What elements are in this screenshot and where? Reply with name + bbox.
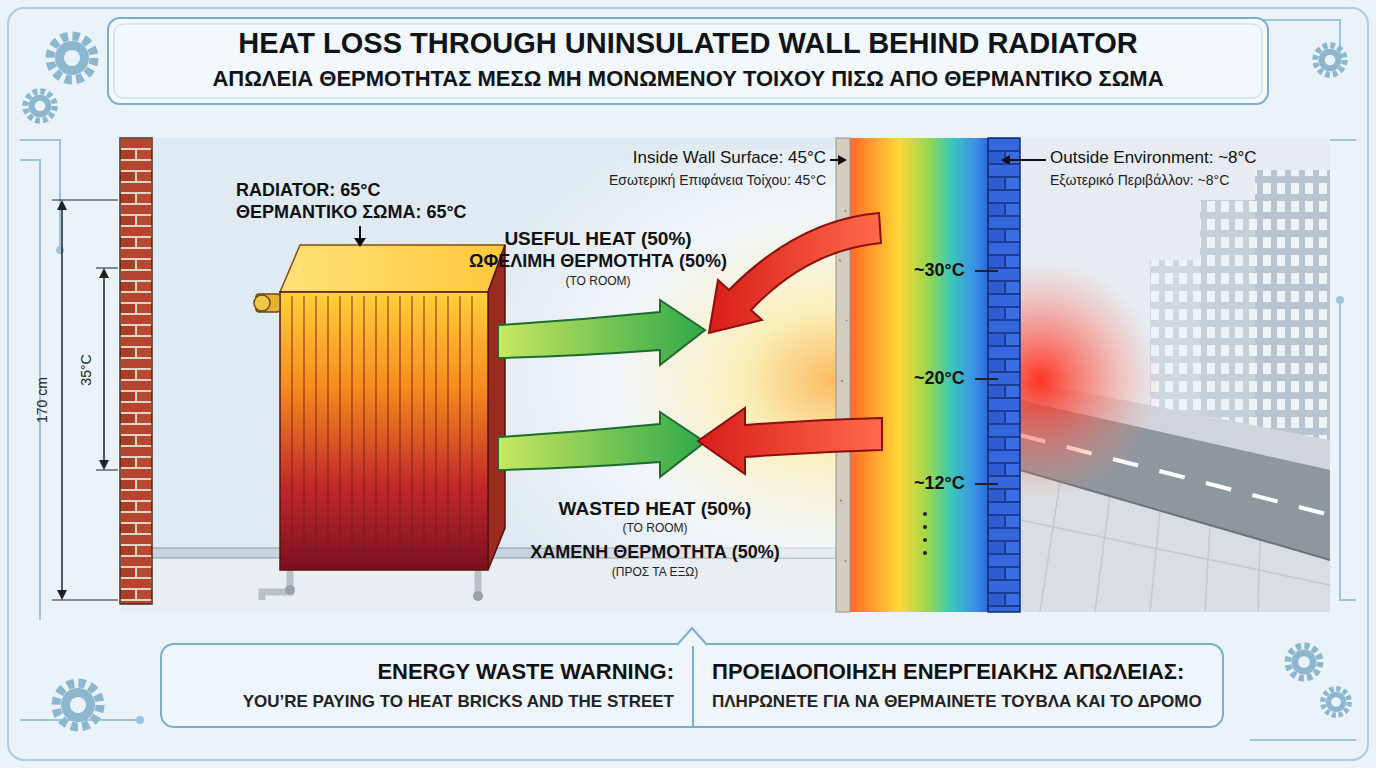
wall-label-arrows (830, 155, 1046, 165)
temperature-reading: ~12°C (914, 473, 965, 494)
wall-cross-section (850, 138, 990, 612)
brick-wall-left (120, 138, 152, 604)
radiator-figure (292, 296, 472, 566)
temperature-note: Εσωτερική Επιφάνεια Τοίχου: 45°C (609, 172, 826, 188)
temperature-note: Εξωτερικό Περιβάλλον: ~8°C (1050, 172, 1229, 188)
dimension-lines (57, 590, 67, 600)
part-label: ΘΕΡΜΑΝΤΙΚΟ ΣΩΜΑ: 65°C (236, 202, 467, 223)
radiator-figure (359, 226, 361, 240)
gear-icons (50, 36, 94, 80)
radiator-figure (473, 591, 483, 601)
dimension-label: 170 cm (34, 377, 50, 423)
part-label: RADIATOR: 65°C (236, 180, 381, 201)
radiator-figure (285, 585, 295, 595)
wall-cross-section (836, 138, 850, 612)
flow-label: ΧΑΜΕΝΗ ΘΕΡΜΟΤΗΤΑ (50%) (530, 542, 780, 563)
radiator-figure (254, 226, 505, 601)
wall-cross-section (975, 378, 998, 380)
callout-notch (677, 627, 707, 646)
wall-cross-section (923, 538, 927, 542)
page-frame (136, 716, 144, 724)
gear-icons (1315, 45, 1344, 74)
radiator-figure (280, 292, 488, 570)
radiator-figure (254, 295, 270, 311)
temperature-reading: ~30°C (914, 260, 965, 281)
wall-cross-section (923, 525, 927, 529)
page-frame (1336, 296, 1344, 304)
outside-street (1020, 138, 1330, 612)
dimension-lines (52, 600, 118, 601)
temperature-reading: ~20°C (914, 368, 965, 389)
brick-wall-left (120, 138, 152, 604)
warning-text: ΠΛΗΡΩΝΕΤΕ ΓΙΑ ΝΑ ΘΕΡΜΑΙΝΕΤΕ ΤΟΥΒΛΑ ΚΑΙ Τ… (712, 692, 1204, 712)
dimension-lines (57, 200, 67, 210)
wall-cross-section (975, 483, 998, 485)
dimension-lines (96, 470, 118, 471)
wall-label-arrows (838, 155, 847, 165)
warning-column: ΠΡΟΕΙΔΟΠΟΙΗΣΗ ΕΝΕΡΓΕΙΑΚΗΣ ΑΠΩΛΕΙΑΣ: ΠΛΗΡΩ… (692, 645, 1222, 726)
flow-label: ΩΦΕΛΙΜΗ ΘΕΡΜΟΤΗΤΑ (50%) (469, 251, 727, 272)
radiator-figure (488, 245, 505, 570)
outside-street (1020, 138, 1330, 612)
gear-icons (25, 36, 1349, 727)
flow-label: USEFUL HEAT (50%) (504, 228, 691, 250)
gear-icons (1323, 689, 1349, 715)
flow-note: (TO ROOM) (622, 522, 687, 536)
title-banner (108, 18, 1268, 104)
warning-column: ENERGY WASTE WARNING: YOU’RE PAYING TO HE… (162, 645, 692, 726)
title-banner (114, 24, 1262, 98)
flow-note: (ΠΡΟΣ ΤΑ ΕΞΩ) (612, 566, 698, 580)
wall-label-arrows (1008, 159, 1046, 161)
warning-box: ENERGY WASTE WARNING: YOU’RE PAYING TO HE… (160, 643, 1224, 728)
gear-icons (56, 683, 100, 727)
wall-cross-section (975, 270, 998, 272)
dimension-lines (99, 268, 109, 278)
wall-cross-section (988, 138, 1020, 612)
flow-label: WASTED HEAT (50%) (559, 498, 752, 520)
wall-cross-section (836, 138, 1020, 612)
page-frame (20, 20, 1356, 740)
scene-background (118, 138, 1330, 612)
warning-heading: ΠΡΟΕΙΔΟΠΟΙΗΣΗ ΕΝΕΡΓΕΙΑΚΗΣ ΑΠΩΛΕΙΑΣ: (712, 659, 1204, 684)
warning-text: YOU’RE PAYING TO HEAT BRICKS AND THE STR… (180, 692, 674, 712)
callout-notch (677, 628, 707, 645)
outside-street (1020, 138, 1330, 612)
dimension-lines (99, 460, 109, 470)
dimension-lines (52, 200, 118, 201)
wall-section: ~30°C ~20°C ~12°C (850, 138, 990, 612)
scene-background (118, 138, 1330, 612)
radiator-figure (354, 238, 366, 247)
heat-flow-arrows (498, 300, 705, 365)
temperature-note: Inside Wall Surface: 45°C (633, 148, 826, 168)
temperature-note: Outside Environment: ~8°C (1050, 148, 1257, 168)
gear-icons (25, 91, 54, 120)
dimension-lines (103, 272, 105, 466)
wall-cross-section (923, 551, 927, 555)
page-frame (56, 246, 64, 254)
heat-flow-arrows (498, 412, 705, 477)
flow-note: (TO ROOM) (565, 275, 630, 289)
main-title: HEAT LOSS THROUGH UNINSULATED WALL BEHIN… (238, 27, 1138, 60)
title-greek: ΑΠΩΛΕΙΑ ΘΕΡΜΟΤΗΤΑΣ ΜΕΣΩ ΜΗ ΜΟΝΩΜΕΝΟΥ ΤΟΙ… (212, 66, 1163, 91)
heat-flow-arrows (709, 213, 881, 333)
callout-notch (677, 628, 707, 646)
gear-icons (1288, 646, 1320, 678)
page-frame (8, 8, 1368, 760)
dimension-lines (61, 204, 63, 596)
warning-heading: ENERGY WASTE WARNING: (180, 659, 674, 684)
dimension-label: 35°C (78, 354, 94, 385)
dimension-lines (52, 200, 118, 600)
dimension-lines (96, 268, 118, 269)
heat-flow-arrows (698, 408, 882, 474)
wall-cross-section (923, 512, 927, 516)
wall-label-arrows (1001, 155, 1010, 165)
title-banner (108, 18, 1268, 104)
